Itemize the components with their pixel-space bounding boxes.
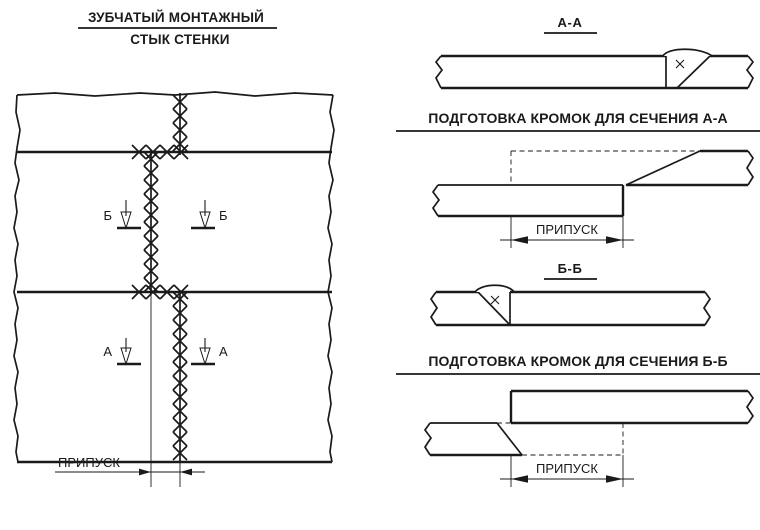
wall-plate-outline	[13, 91, 335, 464]
section-arrow-head	[120, 211, 132, 230]
weld-chain-middle	[143, 150, 159, 294]
edge-preparation-a-a: ПРИПУСК	[431, 149, 755, 248]
bevel-diagonal-line	[477, 291, 511, 326]
section-b-b-detail	[429, 284, 712, 327]
reference-dashed-outline	[497, 422, 624, 456]
section-mark-label-b-right: Б	[219, 208, 228, 223]
plate-top-break-edge	[16, 91, 334, 97]
dimension-arrow-right	[606, 475, 623, 483]
dimension-arrow-left	[511, 236, 528, 244]
section-mark-a-right: А	[191, 338, 228, 366]
weld-x-mark	[675, 59, 685, 69]
plate-right-break-edge	[327, 94, 335, 463]
section-mark-b-right: Б	[191, 200, 228, 230]
weld-x-mark	[490, 295, 500, 305]
bevel-diagonal-line	[676, 55, 711, 89]
removed-material-dashed-outline	[510, 150, 700, 185]
section-mark-label-a-right: А	[219, 344, 228, 359]
weld-chain-lower	[172, 290, 188, 462]
section-arrow-head	[120, 347, 132, 366]
allowance-dimension-a-a: ПРИПУСК	[500, 216, 634, 248]
upper-plate-break-edge	[745, 390, 755, 424]
edge-preparation-b-b: ПРИПУСК	[423, 389, 755, 487]
lower-plate-break-edge	[423, 422, 433, 456]
edge-preparation-a-a-block: ПОДГОТОВКА КРОМОК ДЛЯ СЕЧЕНИЯ А-А	[396, 110, 760, 248]
section-b-b-block: Б-Б	[429, 261, 712, 327]
weld-junction-upper	[131, 144, 189, 160]
section-a-a-detail	[434, 48, 755, 90]
allowance-dimension-main: ПРИПУСК	[55, 292, 205, 487]
plate-left-break-edge	[13, 94, 21, 463]
plate-left-break-edge	[429, 291, 439, 326]
section-mark-label-a-left: А	[103, 344, 112, 359]
main-title: ЗУБЧАТЫЙ МОНТАЖНЫЙ СТЫК СТЕНКИ	[78, 10, 277, 47]
allowance-dimension-label: ПРИПУСК	[536, 222, 598, 237]
edge-preparation-b-b-block: ПОДГОТОВКА КРОМОК ДЛЯ СЕЧЕНИЯ Б-Б	[396, 353, 760, 487]
plate-right-break-edge	[745, 55, 755, 89]
section-mark-label-b-left: Б	[103, 208, 112, 223]
section-arrow-head	[199, 211, 211, 230]
weld-junction-lower	[131, 284, 189, 300]
allowance-dimension-label: ПРИПУСК	[58, 455, 120, 470]
upper-plate-break-edge	[745, 150, 755, 186]
dimension-arrow-left	[139, 468, 151, 476]
section-mark-b-left: Б	[103, 200, 141, 230]
dimension-arrow-left	[511, 475, 528, 483]
plate-left-break-edge	[434, 55, 444, 89]
weld-cap-bead	[474, 284, 515, 293]
lower-plate-bevel-line	[496, 422, 523, 456]
plate-right-break-edge	[702, 291, 712, 326]
main-title-line1: ЗУБЧАТЫЙ МОНТАЖНЫЙ	[88, 10, 264, 25]
section-mark-a-left: А	[103, 338, 141, 366]
section-a-a-block: А-А	[434, 15, 755, 90]
section-a-a-title: А-А	[558, 15, 583, 30]
weld-cap-bead	[662, 48, 713, 57]
dimension-arrow-right	[180, 468, 192, 476]
weld-chain-upper	[172, 93, 188, 155]
edge-prep-b-b-title: ПОДГОТОВКА КРОМОК ДЛЯ СЕЧЕНИЯ Б-Б	[428, 353, 727, 369]
allowance-dimension-b-b: ПРИПУСК	[500, 455, 634, 487]
lower-plate-break-edge	[431, 184, 441, 217]
allowance-dimension-label: ПРИПУСК	[536, 461, 598, 476]
vertical-weld-seam-chain	[131, 93, 189, 462]
main-title-line2: СТЫК СТЕНКИ	[130, 32, 229, 47]
section-arrow-head	[199, 347, 211, 366]
section-b-b-title: Б-Б	[558, 261, 583, 276]
edge-prep-a-a-title: ПОДГОТОВКА КРОМОК ДЛЯ СЕЧЕНИЯ А-А	[428, 110, 727, 126]
upper-plate-bevel-line	[625, 150, 701, 186]
dimension-arrow-right	[606, 236, 623, 244]
